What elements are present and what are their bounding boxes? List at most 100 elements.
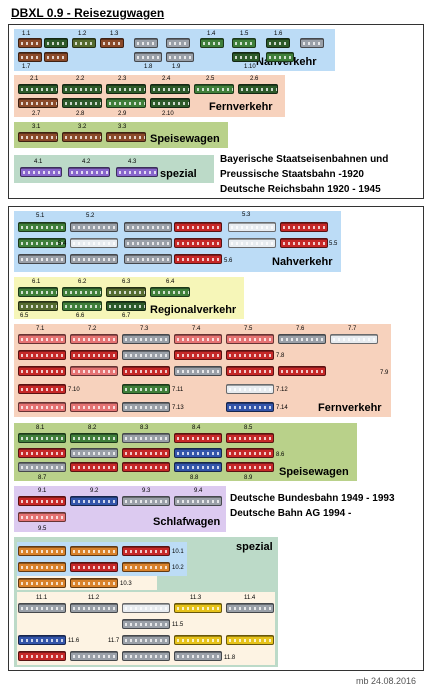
wagon-sprite (70, 496, 118, 506)
wagon-sprite (72, 38, 96, 48)
wagon-number: 8.9 (244, 475, 253, 481)
wagon-number: 1.10 (244, 64, 256, 70)
wagon-sprite (122, 350, 170, 360)
note-postwar-line-1: Deutsche Bundesbahn 1949 - 1993 (230, 493, 395, 504)
wagon-sprite (122, 562, 170, 572)
group-schlafwagen (14, 486, 226, 532)
wagon-number: 2.1 (30, 76, 39, 82)
wagon-number: 1.9 (172, 64, 181, 70)
wagon-sprite (228, 222, 276, 232)
wagon-number: 10.3 (120, 581, 132, 587)
wagon-sprite (232, 52, 260, 62)
wagon-sprite (226, 635, 274, 645)
wagon-sprite (70, 448, 118, 458)
wagon-number: 1.4 (207, 31, 216, 37)
wagon-number: 5.6 (224, 258, 233, 264)
wagon-sprite (174, 462, 222, 472)
group-fernverkehr-prewar (14, 75, 285, 117)
wagon-sprite (18, 238, 66, 248)
label-nahverkehr-postwar: Nahverkehr (272, 256, 333, 268)
wagon-number: 11.7 (108, 638, 120, 644)
section-postwar (8, 206, 424, 671)
wagon-number: 10.1 (172, 549, 184, 555)
wagon-sprite (278, 366, 326, 376)
wagon-number: 6.5 (20, 313, 29, 319)
wagon-sprite (18, 52, 42, 62)
wagon-sprite (62, 84, 102, 94)
wagon-sprite (100, 38, 124, 48)
wagon-number: 9.4 (194, 488, 203, 494)
wagon-sprite (166, 38, 190, 48)
wagon-number: 5.1 (36, 213, 45, 219)
wagon-number: 9.1 (38, 488, 47, 494)
wagon-number: 7.4 (192, 326, 201, 332)
wagon-number: 3.3 (118, 124, 127, 130)
wagon-sprite (62, 132, 102, 142)
wagon-sprite (174, 651, 222, 661)
wagon-sprite (70, 562, 118, 572)
note-prewar-line-3: Deutsche Reichsbahn 1920 - 1945 (220, 184, 381, 195)
wagon-number: 5.4 (58, 241, 67, 247)
wagon-number: 5.5 (329, 241, 338, 247)
wagon-sprite (122, 433, 170, 443)
wagon-sprite (18, 433, 66, 443)
wagon-number: 2.10 (162, 111, 174, 117)
wagon-number: 7.5 (244, 326, 253, 332)
wagon-sprite (150, 287, 190, 297)
wagon-sprite (18, 384, 66, 394)
wagon-number: 7.6 (296, 326, 305, 332)
wagon-number: 11.2 (88, 595, 100, 601)
wagon-number: 6.4 (166, 279, 175, 285)
wagon-sprite (124, 238, 172, 248)
wagon-sprite (18, 402, 66, 412)
wagon-sprite (116, 167, 158, 177)
wagon-sprite (194, 84, 234, 94)
wagon-sprite (18, 462, 66, 472)
wagon-number: 2.7 (32, 111, 41, 117)
wagon-number: 9.5 (38, 526, 47, 532)
wagon-sprite (226, 402, 274, 412)
wagon-sprite (122, 603, 170, 613)
wagon-number: 8.5 (244, 425, 253, 431)
wagon-sprite (70, 254, 118, 264)
wagon-sprite (106, 98, 146, 108)
wagon-sprite (44, 38, 68, 48)
note-prewar-line-2: Preussische Staatsbahn -1920 (220, 169, 364, 180)
wagon-sprite (280, 222, 328, 232)
wagon-sprite (174, 635, 222, 645)
page-title: DBXL 0.9 - Reisezugwagen (11, 6, 165, 20)
wagon-sprite (62, 287, 102, 297)
wagon-sprite (18, 448, 66, 458)
wagon-number: 7.10 (68, 387, 80, 393)
wagon-sprite (124, 222, 172, 232)
wagon-sprite (226, 334, 274, 344)
wagon-number: 8.6 (276, 452, 285, 458)
wagon-sprite (18, 546, 66, 556)
wagon-number: 1.6 (274, 31, 283, 37)
wagon-sprite (18, 334, 66, 344)
wagon-sprite (122, 402, 170, 412)
wagon-number: 8.8 (190, 475, 199, 481)
wagon-number: 6.7 (122, 313, 131, 319)
wagon-sprite (122, 366, 170, 376)
wagon-sprite (18, 635, 66, 645)
wagon-number: 1.7 (22, 64, 31, 70)
wagon-sprite (226, 366, 274, 376)
wagon-number: 8.4 (192, 425, 201, 431)
wagon-number: 2.3 (118, 76, 127, 82)
wagon-sprite (70, 238, 118, 248)
wagon-number: 7.8 (276, 353, 285, 359)
wagon-sprite (122, 448, 170, 458)
wagon-sprite (150, 84, 190, 94)
wagon-sprite (106, 84, 146, 94)
wagon-sprite (18, 132, 58, 142)
wagon-number: 2.8 (76, 111, 85, 117)
wagon-number: 2.4 (162, 76, 171, 82)
label-spezial-postwar: spezial (236, 541, 273, 553)
wagon-number: 4.1 (34, 159, 43, 165)
wagon-number: 2.5 (206, 76, 215, 82)
wagon-number: 11.6 (68, 638, 80, 644)
wagon-sprite (174, 350, 222, 360)
note-postwar-line-2: Deutsche Bahn AG 1994 - (230, 508, 352, 519)
wagon-sprite (174, 366, 222, 376)
